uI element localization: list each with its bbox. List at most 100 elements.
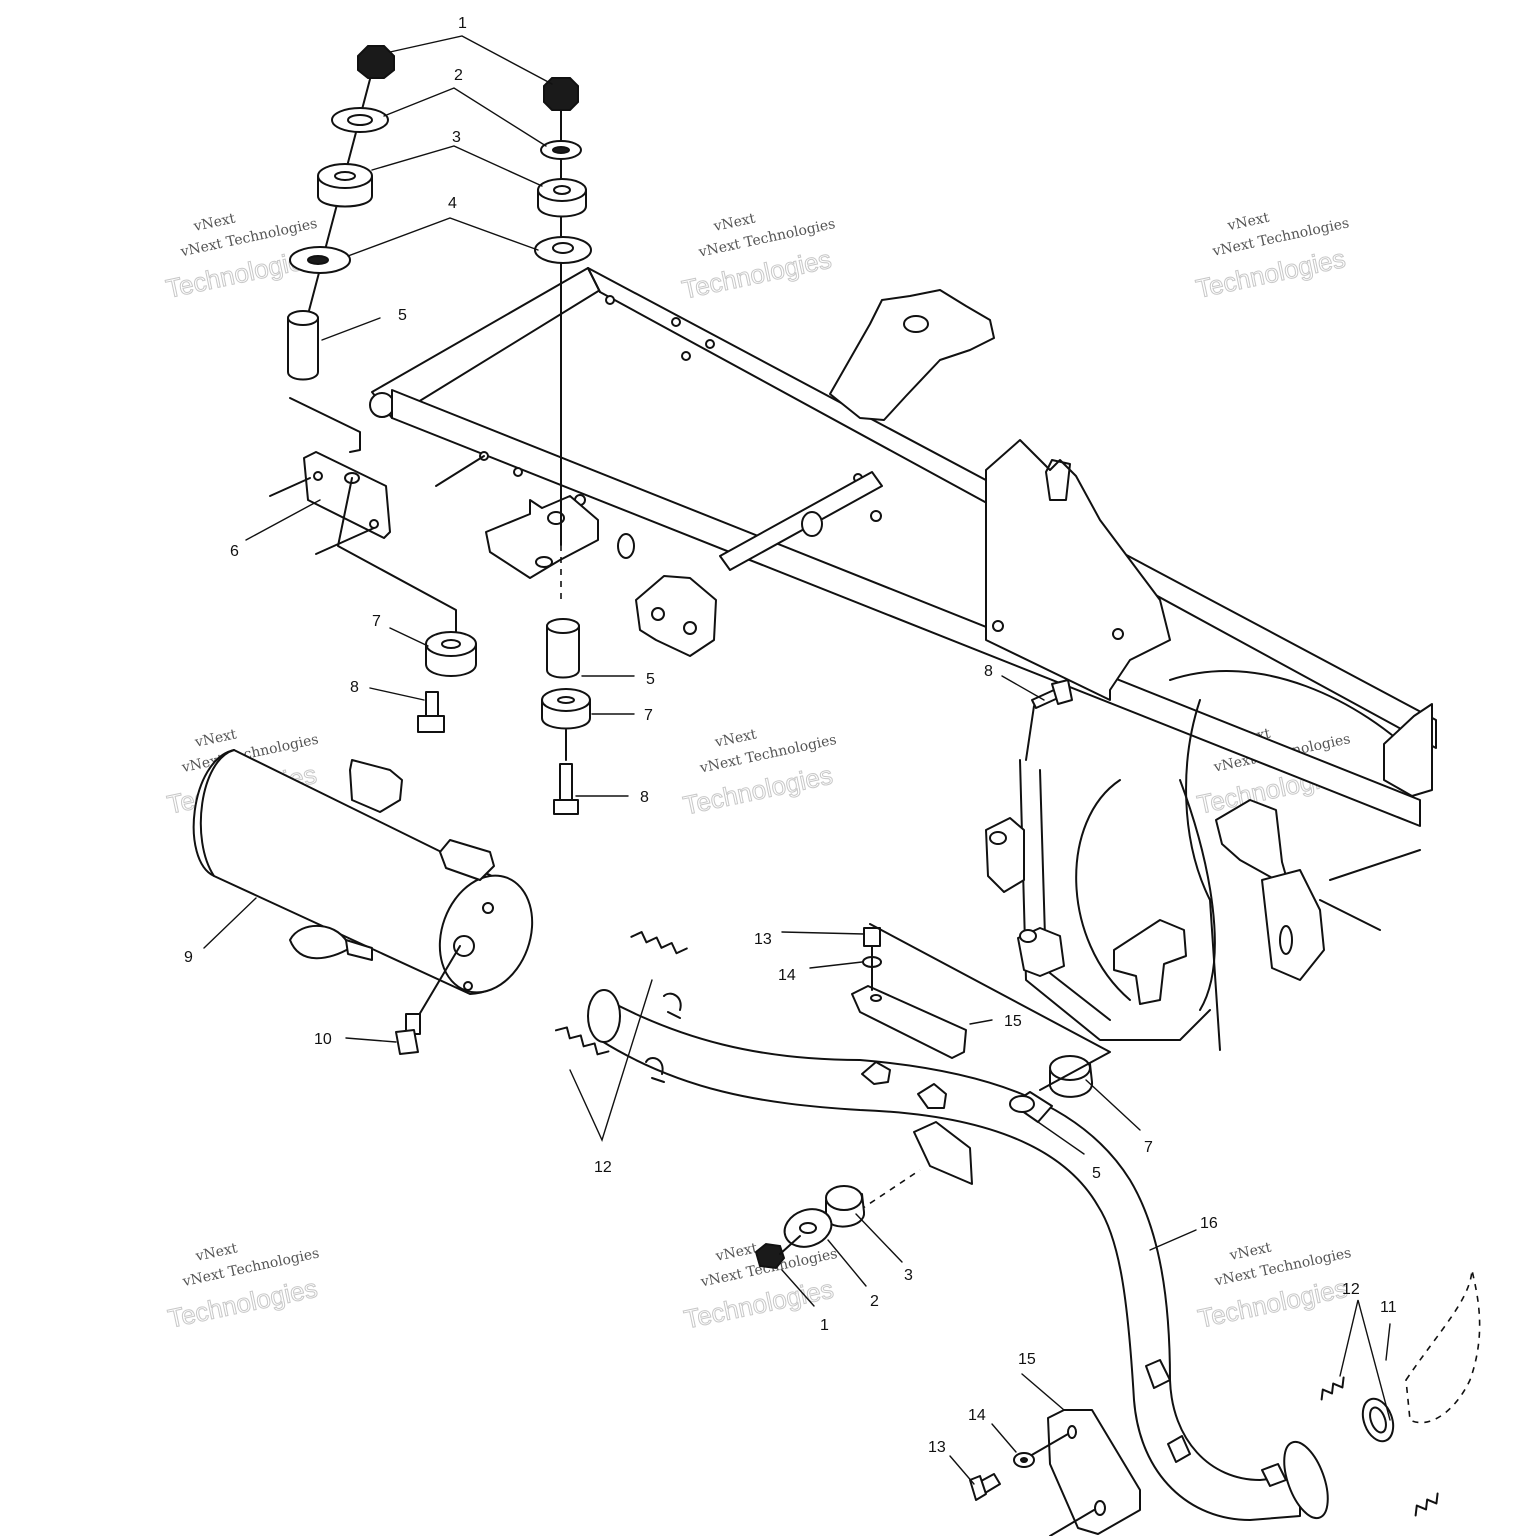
part-washer-4-right (534, 236, 592, 264)
callout-1-top: 1 (458, 15, 467, 32)
part-washer-2-lower (783, 1208, 833, 1248)
callout-8-rear: 8 (984, 663, 993, 680)
part-gasket-11 (1361, 1397, 1395, 1443)
callout-14-lower: 14 (968, 1407, 986, 1424)
part-nut-1-right (543, 77, 579, 111)
housing-lug-upper (985, 817, 1025, 893)
rear-bolt-8 (1025, 679, 1073, 761)
rail-hole (605, 295, 615, 305)
part-exhaust-pipe (599, 995, 1301, 1521)
cylinder-exhaust-port (1405, 1269, 1481, 1424)
callout-11: 11 (1380, 1299, 1397, 1316)
callout-5-top: 5 (398, 307, 407, 324)
muffler-hanger-mid (439, 839, 495, 881)
callout-12-left: 12 (594, 1159, 612, 1176)
part-spring-12-bottom (554, 1026, 610, 1056)
callout-leaders (203, 35, 1391, 1485)
callout-16: 16 (1200, 1215, 1218, 1232)
callout-12-right: 12 (1342, 1281, 1360, 1298)
callout-8-mid: 8 (640, 789, 649, 806)
svg-text:vNext: vNext (193, 726, 239, 751)
callout-6: 6 (230, 543, 239, 560)
lower-right-spacer-grommet (869, 923, 1111, 1123)
rear-upper-gusset (829, 289, 995, 421)
frame-inner-member (719, 471, 883, 571)
svg-text:vNext: vNext (713, 1240, 759, 1265)
rail-hole (870, 510, 882, 522)
watermark-top-right: vNext vNext Technologies Technologies (1193, 210, 1351, 305)
rail-hole (671, 317, 681, 327)
pipe-hanger-bracket (913, 1121, 973, 1185)
watermark-bottom-right: vNext vNext Technologies Technologies (1195, 1239, 1353, 1334)
spring-hook (645, 1057, 665, 1083)
callout-4: 4 (448, 195, 457, 212)
rear-housing (1019, 759, 1211, 1041)
part-bracket-15-upper (851, 985, 967, 1059)
engine-housing (985, 439, 1171, 701)
rail-hole (513, 467, 523, 477)
part-spacer-5-right (546, 625, 580, 679)
rail-hole (681, 351, 691, 361)
svg-text:vNext: vNext (713, 726, 759, 751)
rear-bracket-plate (1261, 869, 1325, 981)
callout-2-top: 2 (454, 67, 463, 84)
exhaust-pipe-16 (587, 989, 1329, 1521)
callout-1-lower: 1 (820, 1317, 829, 1334)
svg-text:vNext: vNext (191, 211, 237, 236)
muffler-assembly (192, 749, 534, 995)
callout-8-left: 8 (350, 679, 359, 696)
callout-13-lower: 13 (928, 1439, 946, 1456)
part-spring-12-top (630, 931, 688, 955)
callout-5-mid: 5 (646, 671, 655, 688)
pipe-clip (1167, 1435, 1191, 1463)
upper-bracket-15 (851, 927, 967, 1059)
watermark-mid-center: vNext vNext Technologies Technologies (680, 726, 838, 821)
inner-member-boss (801, 511, 823, 537)
part-spring-12-right-top (1320, 1376, 1345, 1401)
watermark-top-center: vNext vNext Technologies Technologies (679, 211, 837, 306)
part-spacer-5-left (287, 317, 319, 381)
svg-text:vNext: vNext (711, 211, 757, 236)
callout-15-upper: 15 (1004, 1013, 1022, 1030)
bracket-plate-6 (269, 397, 485, 641)
pipe-clip (917, 1083, 947, 1109)
pipe-inlet-end (587, 989, 621, 1043)
housing-neck (1045, 459, 1071, 501)
svg-text:vNext: vNext (1225, 210, 1271, 235)
part-nut-1-left (357, 45, 395, 79)
exhaust-springs (554, 931, 1439, 1517)
frame-assembly (369, 267, 1437, 1051)
shift-lever (1113, 919, 1187, 1005)
pipe-clip (861, 1061, 891, 1085)
callout-7-lower: 7 (1144, 1139, 1153, 1156)
frame-tab-small (617, 533, 635, 559)
callout-3-lower: 3 (904, 1267, 913, 1284)
lower-pipe-stack (754, 1185, 865, 1270)
callout-9: 9 (184, 949, 193, 966)
callout-7-left: 7 (372, 613, 381, 630)
pipe-flange (1283, 1440, 1329, 1520)
muffler-hanger-top (349, 759, 403, 813)
part-nut-1-lower (754, 1242, 786, 1270)
right-mount-stack (534, 77, 592, 815)
callout-7-mid: 7 (644, 707, 653, 724)
callout-14-upper: 14 (778, 967, 796, 984)
left-mount-stack (287, 45, 395, 381)
bracket-hole (535, 556, 553, 568)
cross-tube-end (369, 392, 395, 418)
svg-text:vNext: vNext (193, 1240, 239, 1265)
part-spring-12-right-bottom (1414, 1492, 1439, 1517)
callout-2-lower: 2 (870, 1293, 879, 1310)
part-bolt-10 (405, 1013, 421, 1035)
left-grommet-bolt (417, 631, 477, 733)
svg-text:vNext: vNext (1227, 1239, 1273, 1264)
exhaust-port (1361, 1269, 1481, 1443)
frame-lower-tab (635, 575, 717, 657)
part-bolt-13-upper (863, 927, 881, 947)
lower-bracket-15 (969, 1409, 1141, 1536)
muffler-bolt-10 (395, 945, 461, 1055)
callout-3-top: 3 (452, 129, 461, 146)
callout-15-lower: 15 (1018, 1351, 1036, 1368)
